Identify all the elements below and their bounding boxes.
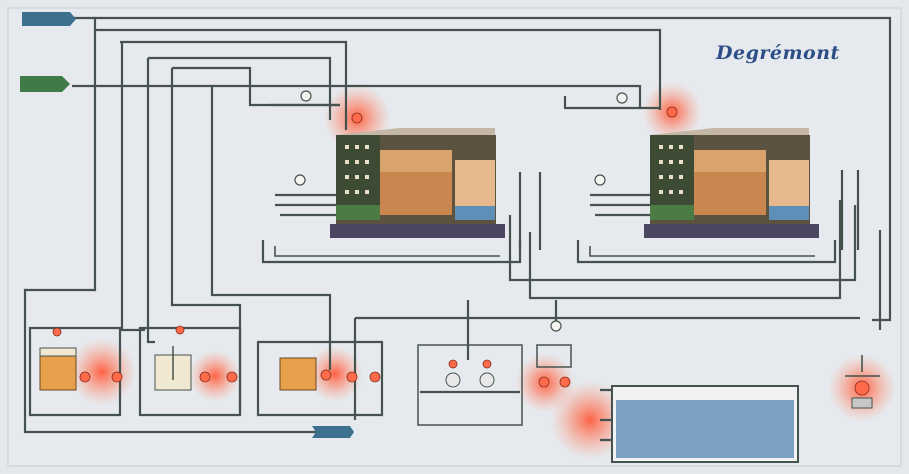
brand-logo: Degrémont xyxy=(716,42,840,64)
sludge-out-tag xyxy=(312,426,354,438)
dosing-tank-1 xyxy=(40,348,76,390)
raw-water-top-tag xyxy=(22,12,76,26)
dosing-tank-3 xyxy=(280,358,316,390)
raw-water-left-tag xyxy=(20,76,70,92)
storage-tank-icon xyxy=(612,386,798,462)
